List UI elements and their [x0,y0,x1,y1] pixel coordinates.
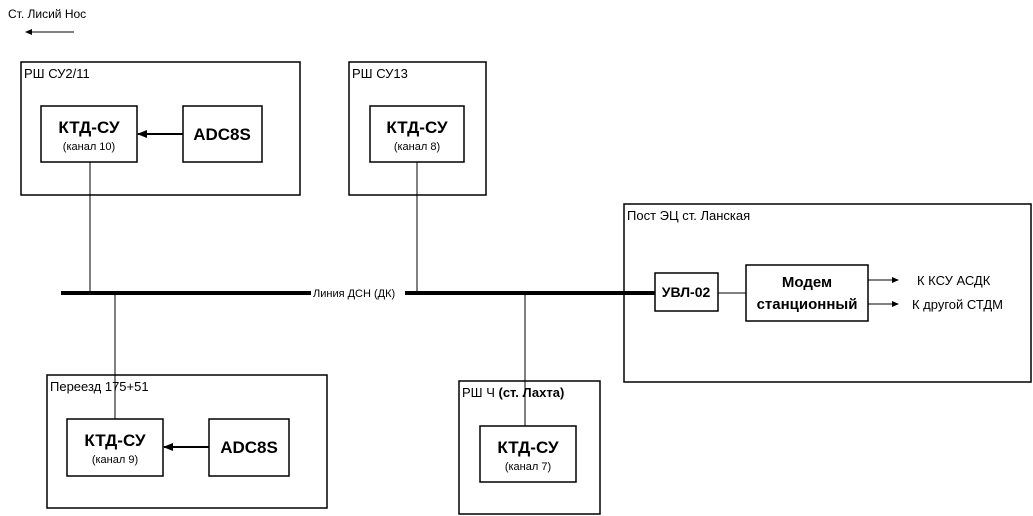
post-lanskaya: Пост ЭЦ ст. Ланская УВЛ-02 Модем станцио… [623,203,1032,383]
ktd-su-box [40,105,138,163]
ktd-su-box [66,418,164,477]
out2-label: К другой СТДМ [912,297,1003,312]
ktd-su-title: КТД-СУ [497,438,559,457]
uvl02-box [654,272,719,312]
ktd-su-box [479,425,577,483]
out1-label: К КСУ АСДК [917,273,991,288]
adc8s-label: ADC8S [193,125,251,144]
post-label: Пост ЭЦ ст. Ланская [627,208,750,223]
ktd-su-title: КТД-СУ [58,118,120,137]
crossing-label: Переезд 175+51 [50,379,149,394]
adc8s-box [208,418,290,477]
cabinet-rsh-ch: РШ Ч (ст. Лахта) КТД-СУ (канал 7) [458,380,601,515]
adc8s-label: ADC8S [220,438,278,457]
rsh-ch-label: РШ Ч (ст. Лахта) [462,385,564,400]
ktd-su-title: КТД-СУ [84,431,146,450]
ktd-su-channel: (канал 8) [394,141,440,153]
ktd-su-title: КТД-СУ [386,118,448,137]
cabinet-su2-11-label: РШ СУ2/11 [24,66,90,81]
cabinet-su2-11: РШ СУ2/11 КТД-СУ (канал 10) ADC8S [20,61,301,196]
direction-label: Ст. Лисий Нос [8,7,86,21]
ktd-su-channel: (канал 10) [63,141,115,153]
modem-line1: Модем [782,274,832,291]
ktd-su-channel: (канал 7) [505,461,551,473]
cabinet-su13-label: РШ СУ13 [352,66,408,81]
modem-box [745,264,869,322]
modem-line2: станционный [757,296,858,313]
ktd-su-channel: (канал 9) [92,454,138,466]
bus-label: Линия ДСН (ДК) [313,288,395,300]
bus-label-bg [311,285,405,301]
cabinet-crossing: Переезд 175+51 КТД-СУ (канал 9) ADC8S [46,374,328,509]
uvl02-label: УВЛ-02 [662,284,711,300]
